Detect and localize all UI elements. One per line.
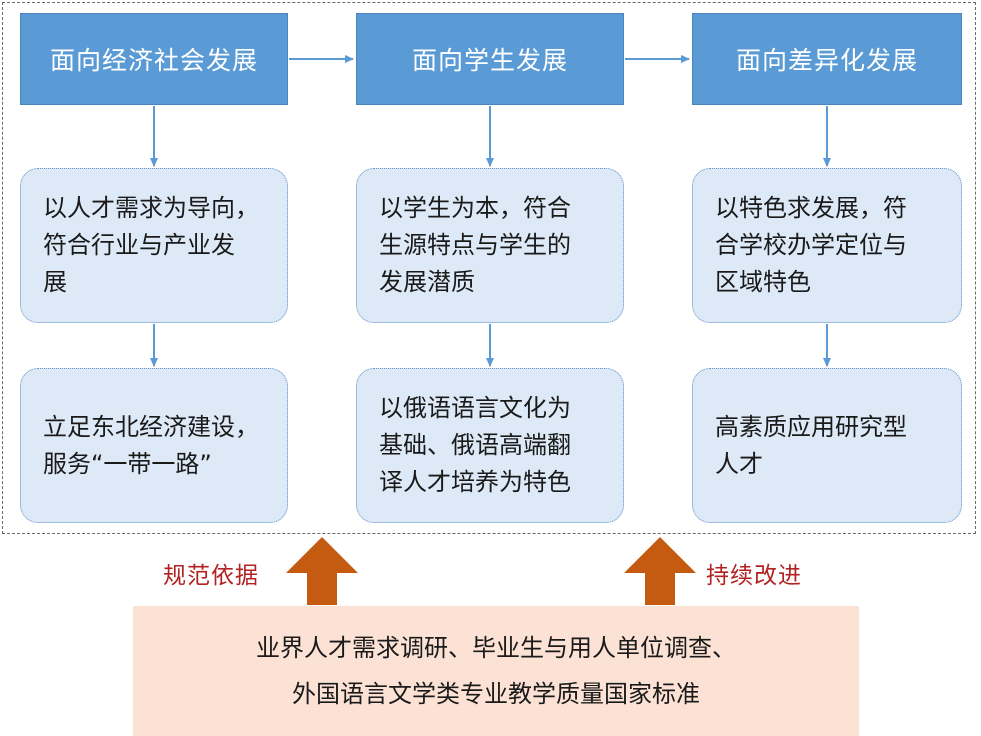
card-line: 发展潜质 [379, 268, 475, 296]
card-line: 以特色求发展，符 [715, 194, 907, 222]
card-line: 译人才培养为特色 [379, 468, 571, 496]
header-student: 面向学生发展 [356, 13, 624, 105]
card-line: 区域特色 [715, 268, 811, 296]
card-northeast-belt-road: 立足东北经济建设， 服务“一带一路” [20, 368, 288, 523]
card-line: 以俄语语言文化为 [379, 394, 571, 422]
card-student-oriented: 以学生为本，符合 生源特点与学生的 发展潜质 [356, 168, 624, 323]
card-line: 人才 [715, 449, 763, 478]
card-line: 立足东北经济建设， [43, 412, 259, 441]
basis-box: 业界人才需求调研、毕业生与用人单位调查、 外国语言文学类专业教学质量国家标准 [133, 606, 859, 736]
label-continuous-improvement: 持续改进 [706, 563, 802, 589]
label-normative-basis: 规范依据 [163, 563, 259, 589]
card-line: 以学生为本，符合 [379, 194, 571, 222]
arrow-up-left [286, 537, 358, 605]
basis-line: 外国语言文学类专业教学质量国家标准 [292, 680, 700, 708]
basis-line: 业界人才需求调研、毕业生与用人单位调查、 [256, 634, 736, 662]
card-characteristic-development: 以特色求发展，符 合学校办学定位与 区域特色 [692, 168, 962, 323]
header-economic-social: 面向经济社会发展 [20, 13, 288, 105]
card-line: 生源特点与学生的 [379, 231, 571, 259]
card-applied-research-talent: 高素质应用研究型 人才 [692, 368, 962, 523]
card-line: 合学校办学定位与 [715, 231, 907, 259]
card-line: 符合行业与产业发 [43, 231, 235, 259]
arrow-up-right [624, 537, 696, 605]
card-line: 高素质应用研究型 [715, 412, 907, 441]
card-line: 基础、俄语高端翻 [379, 431, 571, 459]
card-talent-demand: 以人才需求为导向， 符合行业与产业发 展 [20, 168, 288, 323]
dashed-frame [2, 2, 976, 534]
card-russian-language: 以俄语语言文化为 基础、俄语高端翻 译人才培养为特色 [356, 368, 624, 523]
header-differentiation: 面向差异化发展 [692, 13, 962, 105]
card-line: 服务“一带一路” [43, 449, 212, 478]
card-line: 以人才需求为导向， [43, 194, 259, 222]
card-line: 展 [43, 268, 67, 296]
